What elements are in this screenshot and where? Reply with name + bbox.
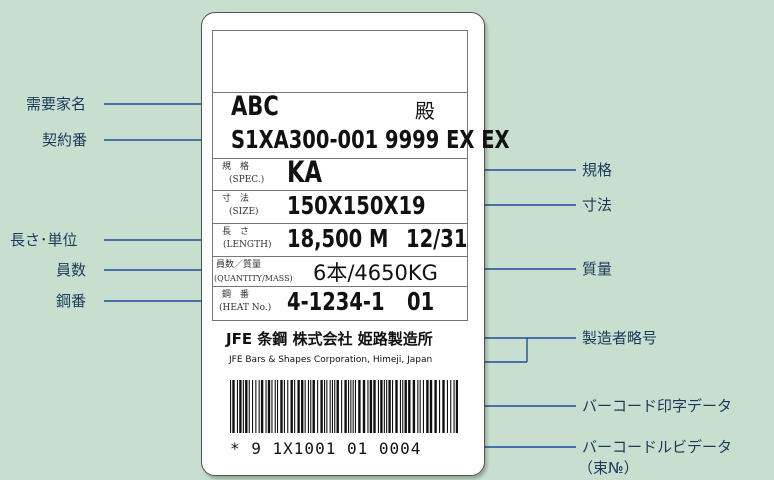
heat-label-en: (HEAT No.) bbox=[219, 303, 272, 313]
length-date: 12/31 bbox=[406, 224, 468, 253]
callout-heat-no: 鋼番 bbox=[56, 292, 87, 310]
callout-bundle-no: （束№） bbox=[578, 459, 639, 477]
quantity-label-jp: 員数／質量 bbox=[216, 260, 262, 270]
honorific: 殿 bbox=[415, 99, 435, 123]
row-divider bbox=[212, 223, 467, 224]
callout-weight: 質量 bbox=[582, 260, 613, 278]
callout-count: 員数 bbox=[56, 261, 87, 279]
spec-label-jp: 規 格 bbox=[222, 162, 250, 172]
quantity-value: 6本/4650KG bbox=[313, 261, 438, 285]
leader-maker bbox=[526, 337, 576, 362]
contract-number: S1XA300-001 9999 EX EX bbox=[231, 125, 510, 154]
callout-customer-name: 需要家名 bbox=[26, 95, 87, 113]
heat-suffix: 01 bbox=[407, 287, 435, 316]
size-label-en: (SIZE) bbox=[229, 207, 259, 217]
heat-label-jp: 鋼 番 bbox=[222, 290, 250, 300]
manufacturer-name-en: JFE Bars & Shapes Corporation, Himeji, J… bbox=[229, 355, 433, 365]
row-divider bbox=[212, 158, 467, 159]
barcode-readable-text: * 9 1X1001 01 0004 bbox=[230, 439, 422, 458]
row-divider bbox=[212, 256, 467, 257]
callout-size: 寸法 bbox=[582, 196, 613, 214]
callout-spec: 規格 bbox=[582, 161, 613, 179]
callout-barcode-readable: バーコードルビデータ bbox=[582, 438, 733, 456]
callout-manufacturer-code: 製造者略号 bbox=[582, 329, 658, 347]
length-label-en: (LENGTH) bbox=[223, 240, 272, 250]
label-info-box bbox=[212, 30, 468, 321]
length-value: 18,500 M bbox=[287, 224, 389, 253]
row-divider bbox=[212, 286, 467, 287]
barcode bbox=[230, 380, 458, 433]
callout-barcode-print: バーコード印字データ bbox=[582, 397, 733, 415]
size-label-jp: 寸 法 bbox=[222, 194, 250, 204]
size-value: 150X150X19 bbox=[287, 191, 426, 220]
row-divider bbox=[212, 190, 467, 191]
spec-value: KA bbox=[287, 155, 323, 189]
heat-value: 4-1234-1 bbox=[287, 287, 385, 316]
callout-contract-no: 契約番 bbox=[42, 131, 88, 149]
quantity-label-en: (QUANTITY/MASS) bbox=[214, 274, 293, 283]
spec-label-en: (SPEC.) bbox=[229, 175, 265, 185]
length-label-jp: 長 さ bbox=[222, 227, 250, 237]
callout-length-unit: 長さ･単位 bbox=[10, 231, 78, 249]
customer-name: ABC bbox=[231, 91, 279, 122]
manufacturer-name-jp: JFE 条鋼 株式会社 姫路製造所 bbox=[226, 330, 433, 348]
product-label-card bbox=[201, 12, 485, 476]
row-divider bbox=[212, 92, 467, 93]
